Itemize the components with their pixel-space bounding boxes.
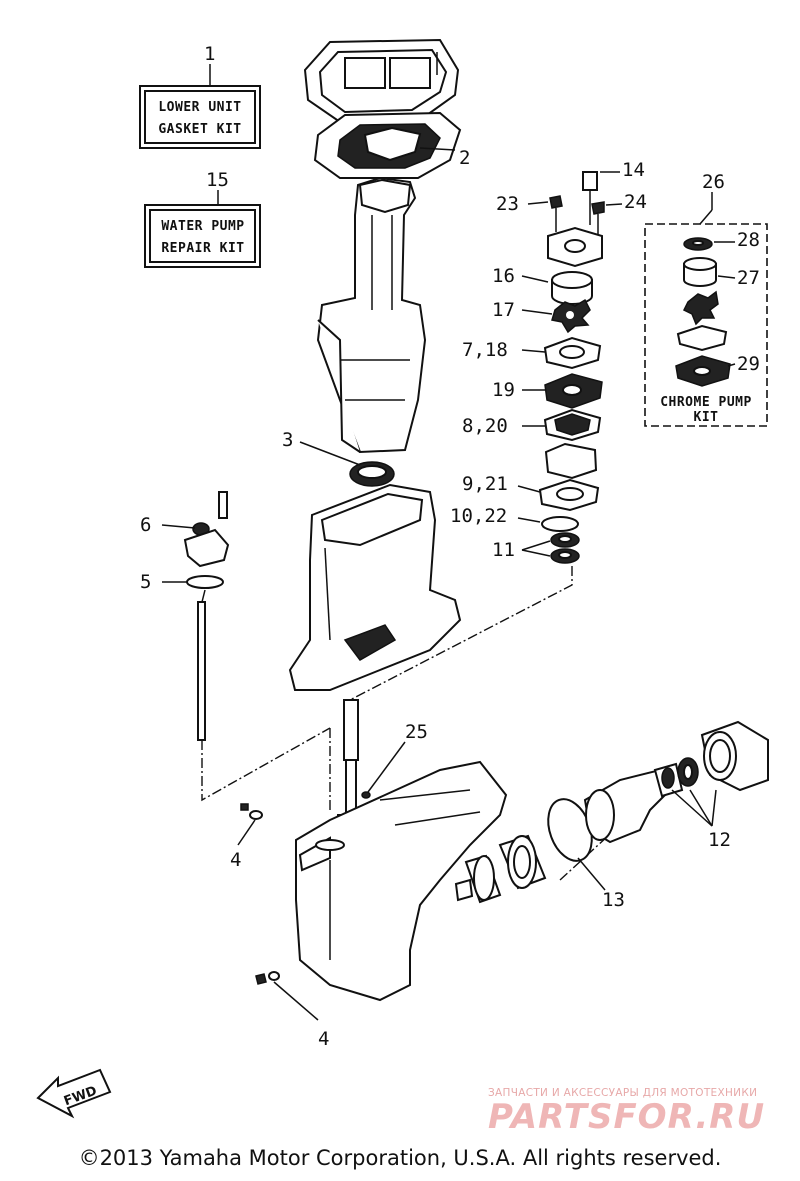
shift-rod-assembly[interactable]: [183, 491, 230, 741]
water-pump-kit-line2: REPAIR KIT: [161, 241, 244, 256]
callout-8-20: 8,20: [462, 415, 508, 437]
callout-12: 12: [708, 829, 731, 851]
chrome-pump-kit-line2: KIT: [694, 410, 719, 425]
lower-unit-gasket-kit-box[interactable]: LOWER UNIT GASKET KIT: [139, 64, 261, 149]
gasket-7-18[interactable]: [543, 336, 602, 370]
callout-4b: 4: [318, 1028, 329, 1050]
water-pump-kit-line1: WATER PUMP: [161, 219, 244, 234]
gasket-2[interactable]: [313, 111, 462, 179]
callout-9-21: 9,21: [462, 473, 508, 495]
oil-seals-11[interactable]: [550, 532, 580, 564]
chrome-pump-kit-line1: CHROME PUMP: [660, 395, 752, 410]
o-ring-10-22[interactable]: [541, 516, 579, 532]
callout-5: 5: [140, 571, 151, 593]
callout-11: 11: [492, 539, 515, 561]
callout-28: 28: [737, 229, 760, 251]
callout-16: 16: [492, 265, 515, 287]
callout-10-22: 10,22: [450, 505, 507, 527]
callout-17: 17: [492, 299, 515, 321]
callout-24: 24: [624, 191, 647, 213]
seals-12[interactable]: [661, 720, 769, 792]
callout-2: 2: [459, 147, 470, 169]
callout-25: 25: [405, 721, 428, 743]
callout-15: 15: [206, 169, 229, 191]
seal-3[interactable]: [349, 461, 395, 487]
callout-26: 26: [702, 171, 725, 193]
pin-25[interactable]: [361, 791, 371, 799]
upper-casing-plate[interactable]: [303, 38, 460, 124]
outer-plate-19[interactable]: [544, 373, 603, 409]
callout-19: 19: [492, 379, 515, 401]
callout-29: 29: [737, 353, 760, 375]
gasket-8-20[interactable]: [543, 408, 602, 442]
leader-25: [367, 741, 406, 793]
screw-4-lower[interactable]: [255, 971, 280, 985]
pump-housing[interactable]: [547, 226, 603, 268]
callout-4a: 4: [230, 849, 241, 871]
lower-unit-kit-line1: LOWER UNIT: [158, 100, 241, 115]
callout-27: 27: [737, 267, 760, 289]
drive-shaft-housing[interactable]: [316, 176, 427, 454]
fwd-arrow-icon: FWD: [36, 1068, 112, 1119]
bolt-23[interactable]: [549, 195, 563, 232]
pump-base[interactable]: [544, 442, 598, 480]
screw-4-upper[interactable]: [240, 803, 263, 820]
callout-1: 1: [204, 43, 215, 65]
impeller-17[interactable]: [551, 298, 591, 334]
bolt-14[interactable]: [582, 171, 598, 225]
callout-3: 3: [282, 429, 293, 451]
water-pump-repair-kit-box[interactable]: WATER PUMP REPAIR KIT: [144, 190, 261, 268]
callout-7-18: 7,18: [462, 339, 508, 361]
chrome-pump-kit-box[interactable]: CHROME PUMP KIT: [644, 223, 768, 427]
lower-casing-upper[interactable]: [288, 483, 462, 691]
lower-case-cap[interactable]: [583, 762, 684, 844]
watermark-tagline: ЗАПЧАСТИ И АКСЕССУАРЫ ДЛЯ МОТОТЕХНИКИ: [488, 1087, 758, 1099]
callout-23: 23: [496, 193, 519, 215]
propeller-shaft-bearings[interactable]: [454, 834, 547, 904]
gear-case[interactable]: [295, 760, 508, 1002]
callout-6: 6: [140, 514, 151, 536]
bolt-24[interactable]: [591, 201, 605, 236]
watermark-brand: PARTSFOR.RU: [488, 1097, 766, 1137]
gasket-9-21[interactable]: [538, 478, 600, 512]
copyright-notice: ©2013 Yamaha Motor Corporation, U.S.A. A…: [78, 1146, 722, 1170]
insert-cartridge-16[interactable]: [551, 271, 593, 305]
lower-unit-kit-line2: GASKET KIT: [158, 122, 241, 137]
callout-14: 14: [622, 159, 645, 181]
callout-13: 13: [602, 889, 625, 911]
